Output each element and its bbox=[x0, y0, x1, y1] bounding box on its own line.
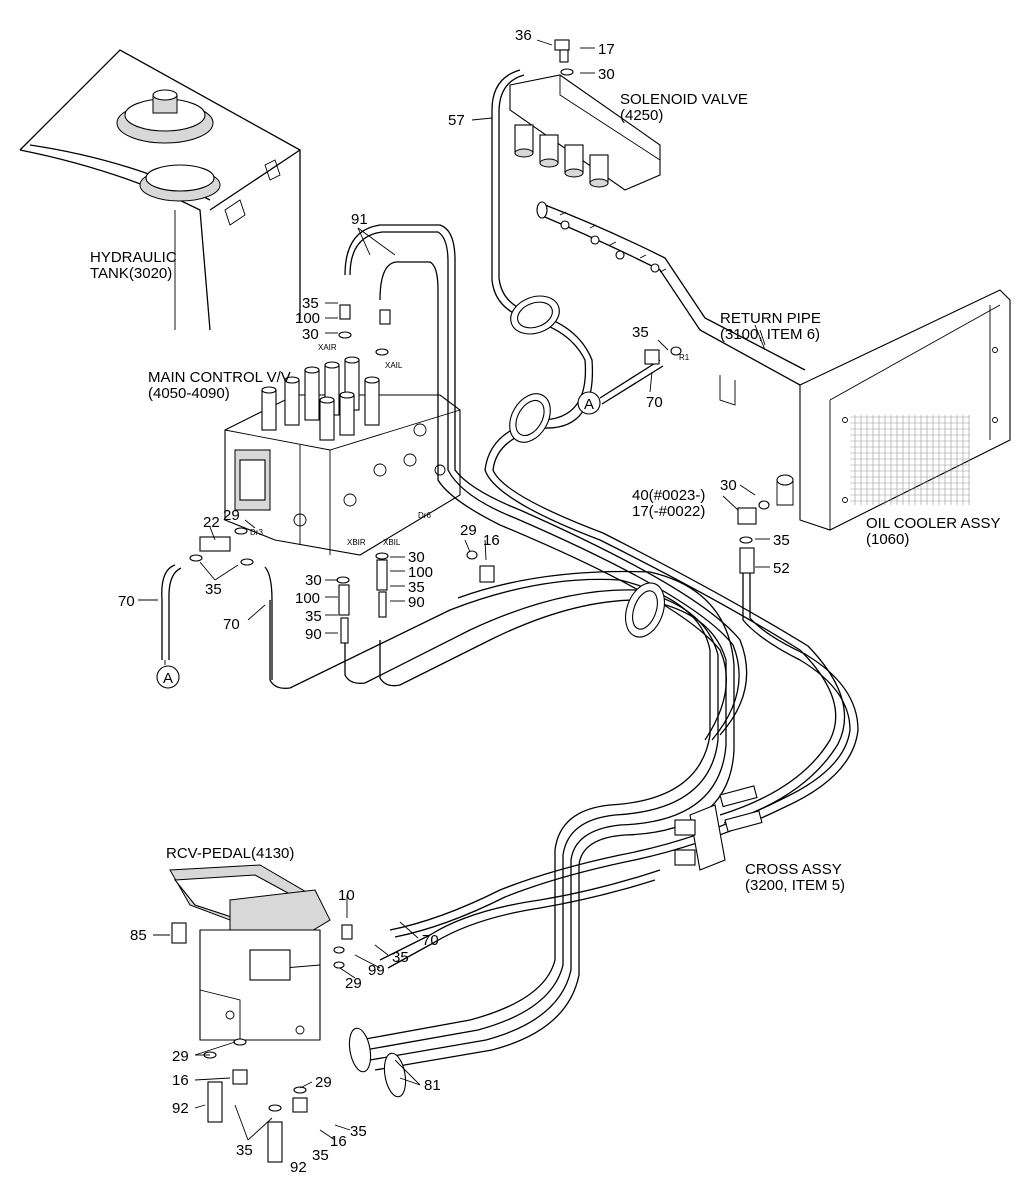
connector-a-bottom: A bbox=[156, 660, 180, 689]
callout-36: 36 bbox=[515, 27, 532, 44]
hydraulic-tank-label-1: HYDRAULIC bbox=[90, 249, 177, 266]
callout-16-a: 16 bbox=[483, 532, 500, 549]
callout-100-b: 100 bbox=[408, 564, 433, 581]
callout-30-oc: 30 bbox=[720, 477, 737, 494]
port-xail: XAIL bbox=[385, 361, 403, 370]
port-dr6: Dr6 bbox=[418, 511, 431, 520]
callouts: 36 17 30 57 91 35 100 30 35 70 29 22 35 … bbox=[118, 27, 790, 1176]
callout-29-b: 29 bbox=[460, 522, 477, 539]
callout-29-a: 29 bbox=[223, 507, 240, 524]
hydraulic-tank: HYDRAULIC TANK(3020) bbox=[19, 49, 301, 331]
leader-lines bbox=[138, 39, 770, 1141]
hydraulic-tank-label-2: TANK(3020) bbox=[90, 265, 172, 282]
callout-70-rp: 70 bbox=[646, 394, 663, 411]
callout-70-left: 70 bbox=[118, 593, 135, 610]
rcv-pedal: RCV-PEDAL(4130) bbox=[166, 845, 331, 1045]
callout-91: 91 bbox=[351, 211, 368, 228]
callout-35-oc: 35 bbox=[773, 532, 790, 549]
callout-35-c: 35 bbox=[408, 579, 425, 596]
callout-30-top: 30 bbox=[598, 66, 615, 83]
oil-cooler-label-1: OIL COOLER ASSY bbox=[866, 515, 1001, 532]
cross-assy-label-2: (3200, ITEM 5) bbox=[745, 877, 845, 894]
callout-29-mid: 29 bbox=[315, 1074, 332, 1091]
port-xbir: XBIR bbox=[347, 538, 366, 547]
callout-30-c: 30 bbox=[305, 572, 322, 589]
solenoid-valve: SOLENOID VALVE (4250) bbox=[509, 74, 748, 191]
port-xair: XAIR bbox=[318, 343, 337, 352]
callout-100-a: 100 bbox=[295, 310, 320, 327]
callout-85: 85 bbox=[130, 927, 147, 944]
callout-29-pd: 29 bbox=[345, 975, 362, 992]
callout-40: 40(#0023-) bbox=[632, 487, 705, 504]
oil-cooler-label-2: (1060) bbox=[866, 531, 909, 548]
cross-assy-label-1: CROSS ASSY bbox=[745, 861, 842, 878]
callout-35-d: 35 bbox=[305, 608, 322, 625]
callout-99: 99 bbox=[368, 962, 385, 979]
port-r1: R1 bbox=[679, 353, 690, 362]
callout-30-a: 30 bbox=[302, 326, 319, 343]
callout-35-mid: 35 bbox=[350, 1123, 367, 1140]
oil-cooler: OIL COOLER ASSY (1060) bbox=[776, 289, 1011, 548]
callout-17-top: 17 bbox=[598, 41, 615, 58]
callout-35-rp: 35 bbox=[632, 324, 649, 341]
callout-16-mid: 16 bbox=[330, 1133, 347, 1150]
port-dr3: Dr3 bbox=[250, 528, 263, 537]
callout-81: 81 bbox=[424, 1077, 441, 1094]
connector-a-bottom-label: A bbox=[163, 670, 173, 687]
callout-17-b: 17(-#0022) bbox=[632, 503, 705, 520]
callout-70-mid: 70 bbox=[223, 616, 240, 633]
main-control-valve-label-1: MAIN CONTROL V/V bbox=[148, 369, 291, 386]
main-control-valve-label-2: (4050-4090) bbox=[148, 385, 230, 402]
callout-70-pd: 70 bbox=[422, 932, 439, 949]
connector-a-top: A bbox=[577, 391, 601, 415]
rcv-pedal-label: RCV-PEDAL(4130) bbox=[166, 845, 294, 862]
fittings bbox=[171, 39, 770, 1163]
callout-100-c: 100 bbox=[295, 590, 320, 607]
connector-a-top-label: A bbox=[584, 396, 594, 413]
callout-35-a: 35 bbox=[302, 295, 319, 312]
callout-57: 57 bbox=[448, 112, 465, 129]
callout-22: 22 bbox=[203, 514, 220, 531]
main-control-valve: MAIN CONTROL V/V (4050-4090) XAIR XAIL X… bbox=[148, 343, 461, 556]
solenoid-valve-label-1: SOLENOID VALVE bbox=[620, 91, 748, 108]
return-pipe-label-2: (3100, ITEM 6) bbox=[720, 326, 820, 343]
callout-92-bottom: 92 bbox=[290, 1159, 307, 1176]
callout-29-left: 29 bbox=[172, 1048, 189, 1065]
callout-35-left: 35 bbox=[236, 1142, 253, 1159]
return-pipe: RETURN PIPE (3100, ITEM 6) R1 bbox=[536, 201, 821, 406]
callout-30-b: 30 bbox=[408, 549, 425, 566]
callout-35-pd: 35 bbox=[392, 949, 409, 966]
callout-90-a: 90 bbox=[408, 594, 425, 611]
return-pipe-label-1: RETURN PIPE bbox=[720, 310, 821, 327]
callout-10: 10 bbox=[338, 887, 355, 904]
callout-92-left: 92 bbox=[172, 1100, 189, 1117]
solenoid-valve-label-2: (4250) bbox=[620, 107, 663, 124]
cross-assy: CROSS ASSY (3200, ITEM 5) bbox=[674, 785, 845, 894]
callout-16-left: 16 bbox=[172, 1072, 189, 1089]
callout-52: 52 bbox=[773, 560, 790, 577]
callout-35-b: 35 bbox=[205, 581, 222, 598]
callout-35-bottom: 35 bbox=[312, 1147, 329, 1164]
port-xbil: XBIL bbox=[383, 538, 401, 547]
callout-90-b: 90 bbox=[305, 626, 322, 643]
